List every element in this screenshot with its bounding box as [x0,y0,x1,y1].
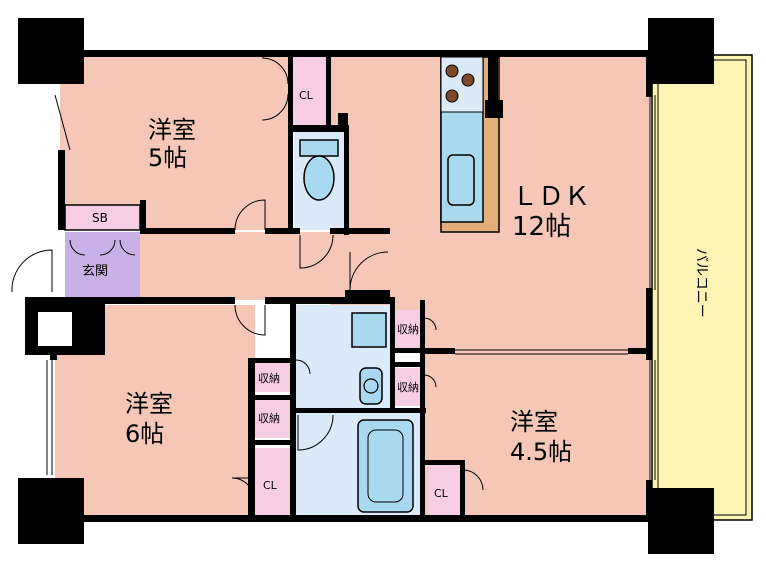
wall [425,460,465,465]
wall [265,297,395,304]
wall [55,50,655,57]
wall [485,100,503,118]
door-swing [297,414,334,451]
storage-b-area [394,368,424,406]
storage-b-label: 収納 [397,381,419,394]
wall [425,348,455,354]
wall [330,228,390,234]
column [18,18,84,84]
door-swing [234,304,266,336]
closet-top [290,57,328,127]
door-swing [423,374,437,388]
wall [460,460,465,518]
door-swing [295,359,311,375]
door-swing [261,93,289,121]
wall [290,300,296,520]
wall [288,125,348,132]
balcony-label: バルコニー [693,248,709,318]
wall [248,440,296,445]
storage-c-label: 収納 [258,372,280,385]
wall [140,228,235,234]
wall [55,515,655,522]
balcony-floor [651,54,753,521]
wall [344,125,349,235]
wall [248,358,296,363]
wall [390,300,395,412]
wall [345,290,390,302]
door-swing [349,251,389,291]
door-swing [119,239,136,256]
door-swing [69,239,86,256]
wall [420,300,425,520]
closet-top-label: CL [299,89,314,102]
entrance-label: 玄関 [82,264,108,279]
door-swing [234,199,266,231]
storage-c-area [255,362,293,392]
pipe-shaft [38,312,72,346]
ldk-name: ＬＤＫ [512,182,590,212]
closet-bottom-right [428,465,463,515]
western-room-1-size: 5帖 [148,144,187,172]
wall [58,150,65,230]
wall [395,362,425,367]
shoe-box [64,204,141,231]
wall [288,57,293,232]
wall [646,288,652,360]
western-room-2-size: 6帖 [125,420,164,448]
shoe-box-label: SB [92,211,108,225]
wall [248,395,296,400]
western-room-1-name: 洋室 [148,116,196,144]
door-swing [99,239,116,256]
western-room-1-floor [60,55,290,230]
wall [296,408,426,413]
stove-panel [440,56,484,113]
door-swing [423,317,437,331]
wall [628,348,652,354]
door-swing [462,469,484,491]
wall [488,57,498,103]
burner-icon [445,64,459,78]
closet-bottom-left [255,448,293,515]
kitchen-sink-icon [447,154,475,206]
burner-icon [461,73,475,87]
storage-d-area [255,400,293,438]
storage-a-area [394,310,424,348]
wall [338,113,348,125]
washing-machine-icon [359,367,383,405]
western-room-3-size: 4.5帖 [510,438,572,466]
storage-d-label: 収納 [258,412,280,425]
column [648,18,714,84]
entrance-floor [65,232,140,297]
door-swing [11,249,53,293]
window [54,94,71,151]
toilet-tank [299,139,339,157]
column [18,478,84,544]
bathtub-inner [367,429,404,503]
door-swing [261,57,289,85]
hallway-floor [140,232,440,300]
western-room-2-name: 洋室 [125,390,173,418]
toilet-icon [303,155,335,201]
burner-icon [445,89,459,103]
ldk-size: 12帖 [512,212,571,242]
wall [248,358,255,518]
wall [395,348,425,353]
washer-drum-icon [363,378,379,394]
wall [140,200,146,234]
door-swing [299,234,334,269]
washbasin-icon [351,312,387,348]
western-room-3-name: 洋室 [510,408,558,436]
column [648,488,714,554]
wall [265,228,300,234]
storage-a-label: 収納 [397,323,419,336]
closet-bottom-left-label: CL [263,479,278,492]
wall [326,57,331,127]
closet-bottom-right-label: CL [434,487,449,500]
wall [25,297,235,304]
